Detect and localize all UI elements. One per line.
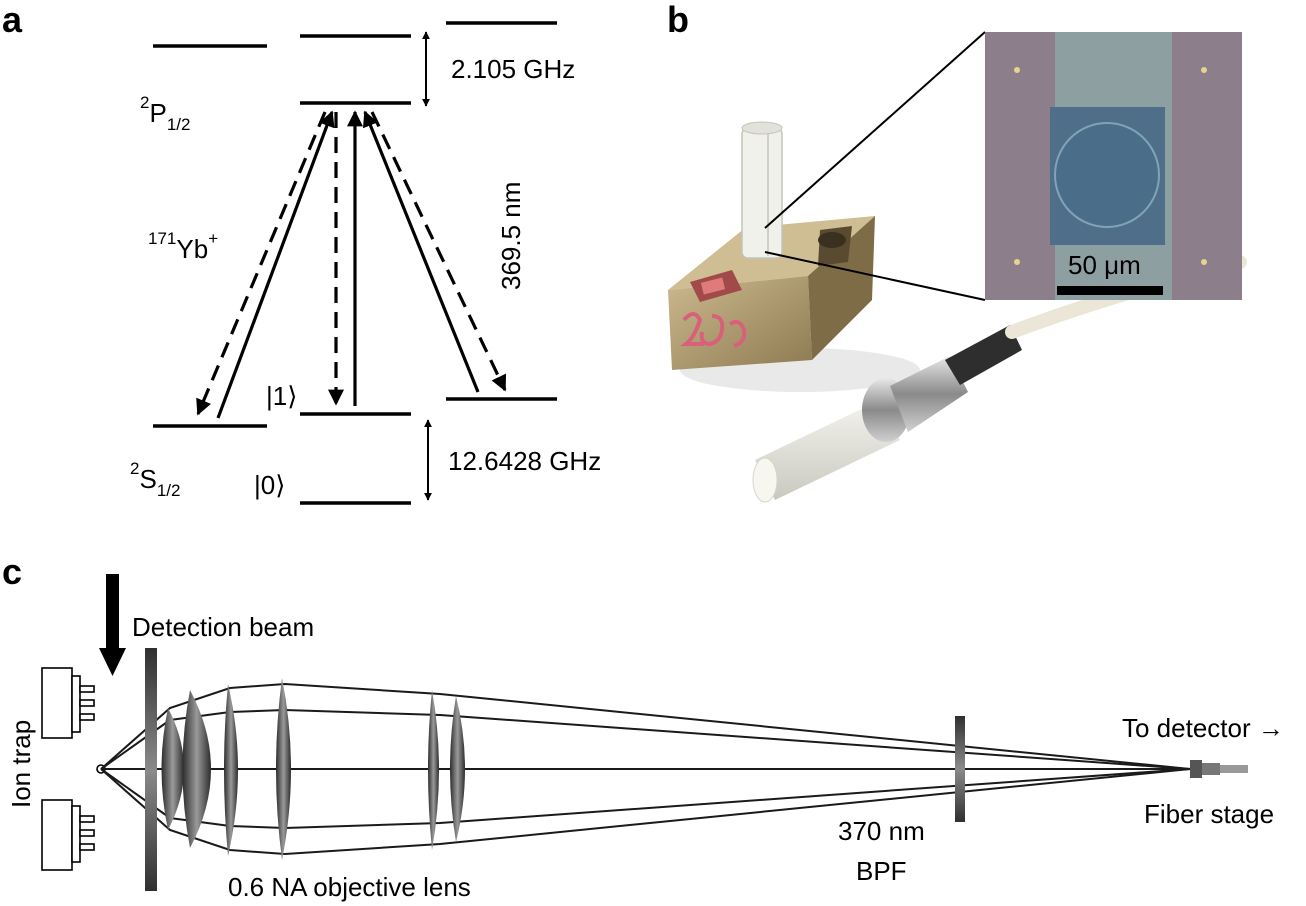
ion-label: 171Yb+	[148, 229, 218, 264]
microscope-inset: 50 μm	[985, 32, 1242, 300]
block-hole	[818, 232, 846, 248]
lens-5	[428, 690, 439, 850]
vacuum-window	[145, 648, 157, 891]
p-level-main: P	[149, 98, 166, 128]
filter-label-line1: 370 nm	[838, 816, 925, 846]
block-marking	[680, 312, 747, 348]
ion-charge: +	[208, 229, 218, 248]
excitation-arrow-left	[216, 110, 335, 419]
fiber-boot	[945, 325, 1022, 385]
ion-sup: 171	[148, 229, 176, 248]
ion-trap-electrodes	[41, 667, 106, 871]
ray-outer-top	[100, 682, 1191, 770]
panel-a-letter: a	[2, 0, 23, 40]
p-splitting-label: 2.105 GHz	[451, 54, 575, 84]
inset-dot-br	[1201, 259, 1207, 265]
inset-dot-tl	[1014, 67, 1020, 73]
scale-bar	[1057, 286, 1163, 295]
filter-label-line2: BPF	[856, 856, 907, 886]
ceramic-tube-top	[741, 121, 783, 135]
electrode-bottom-plate	[71, 805, 81, 863]
detection-beam-shaft	[106, 574, 119, 652]
detection-beam-label: Detection beam	[132, 612, 314, 642]
decay-arrow-left	[196, 111, 327, 416]
fiber-connector-body	[890, 356, 968, 432]
ray-inner-top	[100, 708, 1191, 770]
fiber-stage-collar	[1202, 763, 1220, 775]
lens-3	[224, 684, 238, 856]
electrode-bottom-tab-3	[79, 843, 95, 851]
ket-0-label: |0⟩	[254, 470, 285, 500]
lens-6	[450, 696, 465, 842]
electrode-bottom-tab-2	[79, 829, 95, 837]
scale-bar-label: 50 μm	[1068, 250, 1141, 280]
ray-outer-bottom	[100, 768, 1191, 856]
detection-beam-head	[99, 648, 126, 676]
fiber-ferrule-tip	[752, 457, 778, 503]
ion-main: Yb	[176, 234, 208, 264]
panel-c-letter: c	[2, 551, 22, 592]
panel-c: c	[2, 551, 1284, 902]
ray-inner-bottom	[100, 768, 1191, 830]
inset-dot-tr	[1201, 67, 1207, 73]
ket-1-label: |1⟩	[266, 381, 297, 411]
inset-dot-bl	[1014, 259, 1020, 265]
lens-1	[161, 708, 184, 830]
s-splitting-label: 12.6428 GHz	[448, 446, 601, 476]
excitation-arrow-right	[362, 110, 480, 393]
fiber-stage-label: Fiber stage	[1144, 799, 1274, 829]
objective-lens-label: 0.6 NA objective lens	[228, 872, 471, 902]
to-detector-label: To detector →	[1122, 713, 1284, 743]
ion-trap-label: Ion trap	[6, 720, 36, 808]
panel-a: a 2P1/2 2S1/2 171Yb+ 369.5 nm	[2, 0, 601, 505]
band-pass-filter	[955, 716, 965, 822]
fiber-stage-mount	[1190, 760, 1202, 778]
p-level-sup: 2	[140, 93, 149, 112]
ceramic-tube	[741, 127, 783, 259]
block-side	[808, 216, 875, 360]
p-level-sub: 1/2	[167, 115, 191, 134]
lens-2	[182, 690, 211, 848]
wavelength-label: 369.5 nm	[496, 182, 526, 290]
panel-b: b	[667, 0, 1247, 503]
fiber-stage	[1190, 760, 1248, 778]
electrode-bottom-tab-1	[79, 815, 95, 823]
objective-lens-group	[161, 678, 465, 860]
decay-arrow-right	[370, 111, 507, 392]
s-level-sub: 1/2	[157, 481, 181, 500]
trap-chip-highlight	[700, 277, 726, 295]
inset-mirror	[1054, 122, 1160, 228]
p-level-label: 2P1/2	[140, 93, 190, 134]
electrode-bottom-body	[41, 799, 73, 871]
zoom-line-bottom	[764, 251, 986, 301]
electrode-top-tab-2	[79, 699, 95, 707]
zoom-line-top	[764, 31, 986, 229]
s-level-label: 2S1/2	[130, 459, 180, 500]
lens-4	[276, 678, 291, 860]
electrode-top-body	[41, 667, 73, 739]
s-level-sup: 2	[130, 459, 139, 478]
fiber-ferrule	[755, 400, 900, 500]
electrode-top-tab-3	[79, 713, 95, 721]
panel-b-letter: b	[667, 0, 689, 40]
electrode-top-plate	[71, 675, 81, 733]
optical-rays	[100, 682, 1191, 856]
s-level-main: S	[139, 464, 156, 494]
electrode-top-tab-1	[79, 685, 95, 693]
fiber-stage-fiber	[1220, 765, 1248, 773]
